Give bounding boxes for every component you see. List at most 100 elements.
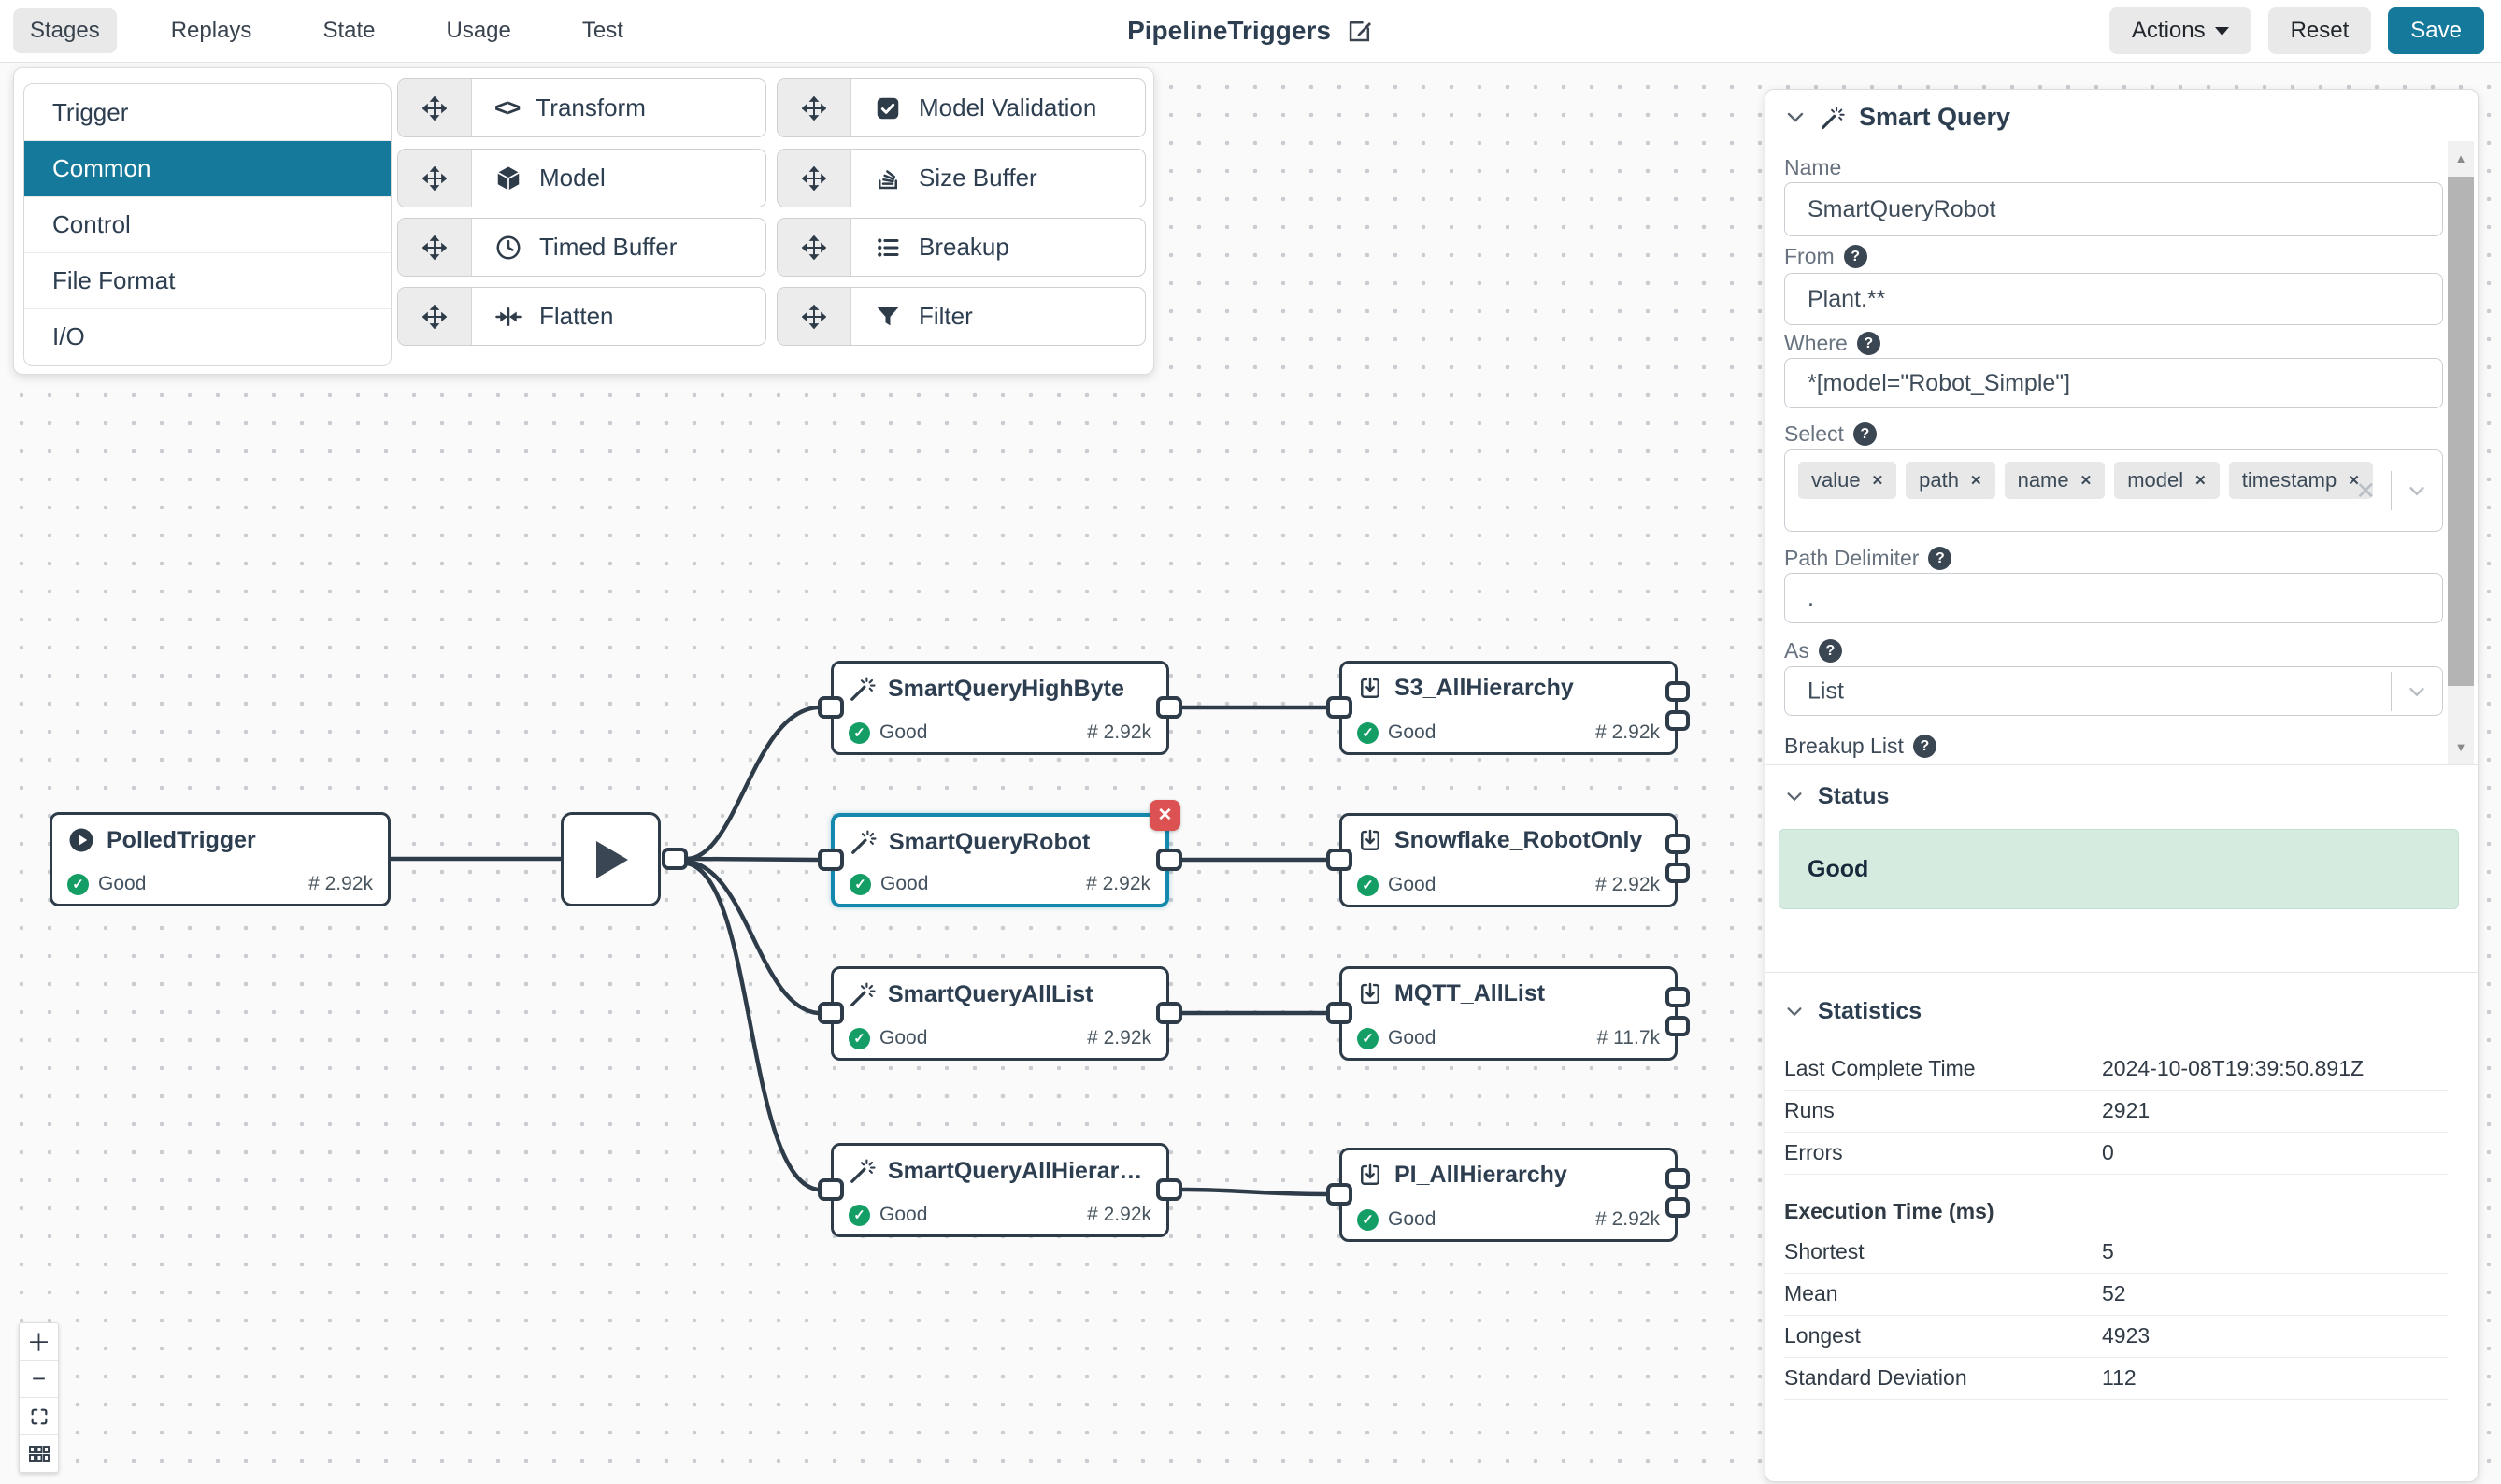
drag-handle[interactable] [778,79,851,136]
tab-stages[interactable]: Stages [13,8,117,53]
port-pi-input[interactable] [1326,1183,1352,1206]
panel-scrollbar[interactable]: ▲ ▼ [2448,141,2474,764]
node-run[interactable] [561,812,661,906]
name-input[interactable] [1784,182,2443,236]
as-select[interactable]: List [1784,666,2443,716]
zoom-out-button[interactable]: − [20,1360,58,1397]
status-good-icon: ✓ [1357,1027,1379,1049]
port-run-output[interactable] [662,848,688,870]
port-allhier-input[interactable] [818,1178,844,1201]
port-snowflake-output-1[interactable] [1665,834,1690,854]
palette-item-model-validation[interactable]: Model Validation [777,78,1146,137]
drag-handle[interactable] [778,288,851,345]
scroll-down-arrow[interactable]: ▼ [2448,730,2474,764]
delete-node-button[interactable]: ✕ [1150,800,1180,831]
port-highbyte-input[interactable] [818,696,844,719]
node-snowflake-robotonly[interactable]: Snowflake_RobotOnly ✓ Good # 2.92k [1339,813,1678,907]
port-s3-input[interactable] [1326,696,1352,719]
drag-handle[interactable] [778,150,851,207]
node-mqtt-alllist[interactable]: MQTT_AllList ✓ Good # 11.7k [1339,966,1678,1061]
help-icon[interactable]: ? [1852,422,1877,446]
tab-replays[interactable]: Replays [170,18,252,43]
fit-view-button[interactable] [20,1397,58,1434]
palette-item-timed-buffer[interactable]: Timed Buffer [397,218,766,277]
port-snowflake-input[interactable] [1326,849,1352,871]
palette-item-flatten[interactable]: Flatten [397,287,766,346]
node-smartqueryalllist[interactable]: SmartQueryAllList ✓ Good # 2.92k [831,966,1169,1061]
node-pi-allhierarchy[interactable]: PI_AllHierarchy ✓ Good # 2.92k [1339,1148,1678,1242]
from-input[interactable] [1784,273,2443,325]
help-icon[interactable]: ? [1818,639,1842,663]
status-section-header[interactable]: Status [1784,783,1889,810]
port-mqtt-output-2[interactable] [1665,1016,1690,1036]
port-mqtt-input[interactable] [1326,1002,1352,1024]
drag-handle[interactable] [398,219,472,276]
drag-handle[interactable] [398,79,472,136]
clear-all-icon[interactable]: ✕ [2355,476,2376,505]
chevron-down-icon[interactable] [1784,107,1807,129]
category-file-format[interactable]: File Format [24,252,391,308]
remove-tag-icon[interactable]: ✕ [1970,473,1982,489]
where-input[interactable] [1784,358,2443,408]
edit-title-icon[interactable] [1346,17,1374,45]
drag-handle[interactable] [398,288,472,345]
drag-handle[interactable] [778,219,851,276]
port-allhier-output[interactable] [1156,1178,1182,1201]
port-robot-output[interactable] [1156,849,1182,871]
port-s3-output-2[interactable] [1665,710,1690,731]
chevron-down-icon[interactable] [2407,480,2427,501]
port-s3-output-1[interactable] [1665,681,1690,702]
minimap-grid-button[interactable] [20,1434,58,1472]
node-s3-allhierarchy[interactable]: S3_AllHierarchy ✓ Good # 2.92k [1339,661,1678,755]
port-alllist-output[interactable] [1156,1002,1182,1024]
category-control[interactable]: Control [24,196,391,252]
help-icon[interactable]: ? [1856,332,1880,355]
help-icon[interactable]: ? [1843,245,1867,268]
category-io[interactable]: I/O [24,308,391,364]
category-common[interactable]: Common [24,140,391,196]
port-alllist-input[interactable] [818,1002,844,1024]
remove-tag-icon[interactable]: ✕ [2079,473,2093,489]
actions-button[interactable]: Actions [2108,7,2251,54]
node-smartqueryrobot[interactable]: ✕ SmartQueryRobot ✓ Good # 2.92k [831,800,1180,907]
tab-usage[interactable]: Usage [446,18,511,43]
palette-item-transform[interactable]: <> Transform [397,78,766,137]
port-snowflake-output-2[interactable] [1665,863,1690,883]
remove-tag-icon[interactable]: ✕ [2348,473,2360,489]
node-smartqueryallhierarchy[interactable]: SmartQueryAllHierar… ✓ Good # 2.92k [831,1143,1169,1237]
stat-value: 2024-10-08T19:39:50.891Z [2102,1056,2365,1080]
node-polledtrigger[interactable]: PolledTrigger ✓ Good # 2.92k [50,812,391,906]
path-delimiter-input[interactable] [1784,573,2443,623]
help-icon[interactable]: ? [1912,735,1936,758]
save-button[interactable]: Save [2388,7,2484,54]
chevron-down-icon[interactable] [1784,1002,1805,1022]
port-mqtt-output-1[interactable] [1665,987,1690,1007]
statistics-section-header[interactable]: Statistics [1784,998,1922,1025]
scroll-up-arrow[interactable]: ▲ [2448,141,2474,176]
reset-button[interactable]: Reset [2267,7,2372,54]
palette-item-model[interactable]: Model [397,149,766,207]
port-robot-input[interactable] [818,849,844,871]
palette-item-size-buffer[interactable]: Size Buffer [777,149,1146,207]
drag-handle[interactable] [398,150,472,207]
port-highbyte-output[interactable] [1156,696,1182,719]
chevron-down-icon[interactable] [2407,681,2427,702]
remove-tag-icon[interactable]: ✕ [1871,473,1884,489]
port-pi-output-2[interactable] [1665,1197,1690,1218]
scrollbar-thumb[interactable] [2448,177,2474,686]
tab-test[interactable]: Test [581,18,623,43]
help-icon[interactable]: ? [1928,547,1952,570]
chevron-down-icon[interactable] [1784,787,1805,807]
category-trigger[interactable]: Trigger [52,97,129,126]
palette-item-filter[interactable]: Filter [777,287,1146,346]
port-pi-output-1[interactable] [1665,1168,1690,1189]
node-smartqueryhighbyte[interactable]: SmartQueryHighByte ✓ Good # 2.92k [831,661,1169,755]
select-multiselect[interactable]: value✕ path✕ name✕ model✕ timestamp✕ ✕ [1784,449,2443,532]
divider [2391,671,2392,711]
tab-state[interactable]: State [322,18,376,43]
palette-item-breakup[interactable]: Breakup [777,218,1146,277]
play-circle-icon [69,828,93,852]
remove-tag-icon[interactable]: ✕ [2194,473,2207,489]
palette-item-label: Model [539,164,606,192]
zoom-in-button[interactable]: ＋ [26,1329,51,1357]
